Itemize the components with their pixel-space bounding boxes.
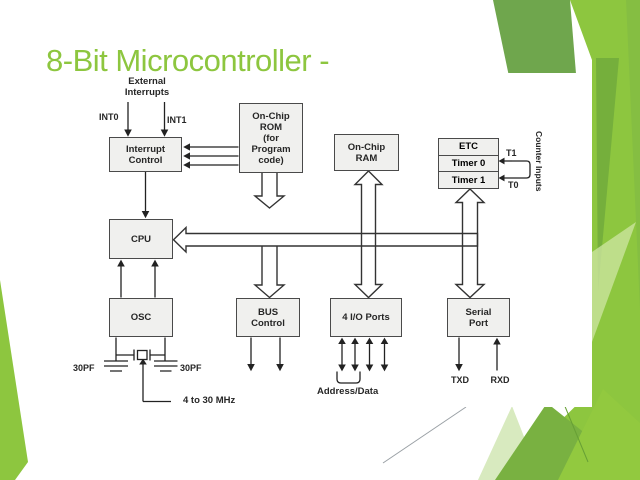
label-address-data: Address/Data xyxy=(317,386,379,397)
frequency-pointer xyxy=(142,364,171,403)
label-int0: INT0 xyxy=(99,112,119,122)
crystal-symbol xyxy=(136,349,148,361)
label-int1: INT1 xyxy=(167,115,187,125)
decoration-top-right xyxy=(493,0,577,86)
block-osc: OSC xyxy=(109,298,173,337)
ram-ioports-block-arrow xyxy=(353,170,384,299)
block-timer-stack: ETC Timer 0 Timer 1 xyxy=(438,138,499,189)
bus-to-buscontrol-block-arrow xyxy=(253,246,286,299)
block-cpu: CPU xyxy=(109,219,173,259)
block-serial-port: Serial Port xyxy=(447,298,510,337)
block-on-chip-ram: On-Chip RAM xyxy=(334,134,399,171)
timer-serial-block-arrow xyxy=(454,188,486,299)
label-external-interrupts: External Interrupts xyxy=(124,76,170,98)
label-t0: T0 xyxy=(508,180,519,190)
decoration-bottom-left xyxy=(0,280,28,480)
label-30pf-left: 30PF xyxy=(73,363,95,373)
arrowheads xyxy=(117,129,505,372)
block-bus-control: BUS Control xyxy=(236,298,300,337)
label-counter-inputs: Counter Inputs xyxy=(534,131,544,192)
block-etc: ETC xyxy=(459,141,478,153)
decoration-right-strip xyxy=(500,0,640,480)
system-bus-to-cpu-block-arrow xyxy=(172,225,479,254)
slide-title: 8-Bit Microcontroller - xyxy=(46,43,330,78)
block-interrupt-control: Interrupt Control xyxy=(109,137,182,172)
crystal-plates xyxy=(133,349,151,361)
oscillator-circuit xyxy=(104,337,178,372)
block-timer-0: Timer 0 xyxy=(439,154,498,172)
block-timer-1: Timer 1 xyxy=(439,171,498,188)
label-txd: TXD xyxy=(451,375,469,385)
label-t1: T1 xyxy=(506,148,517,158)
block-on-chip-rom: On-Chip ROM (for Program code) xyxy=(239,103,303,173)
label-30pf-right: 30PF xyxy=(180,363,202,373)
block-io-ports: 4 I/O Ports xyxy=(330,298,402,337)
decoration-bottom-right xyxy=(478,389,640,480)
counter-input-bracket xyxy=(512,160,531,179)
decoration-diagonal-line xyxy=(382,406,467,464)
rom-to-bus-block-arrow xyxy=(253,173,286,209)
capacitor-left xyxy=(104,355,128,372)
label-frequency: 4 to 30 MHz xyxy=(183,395,236,406)
label-rxd: RXD xyxy=(490,375,510,385)
capacitor-right xyxy=(154,355,178,372)
thin-arrows xyxy=(120,102,531,403)
address-data-bracket xyxy=(336,371,361,384)
